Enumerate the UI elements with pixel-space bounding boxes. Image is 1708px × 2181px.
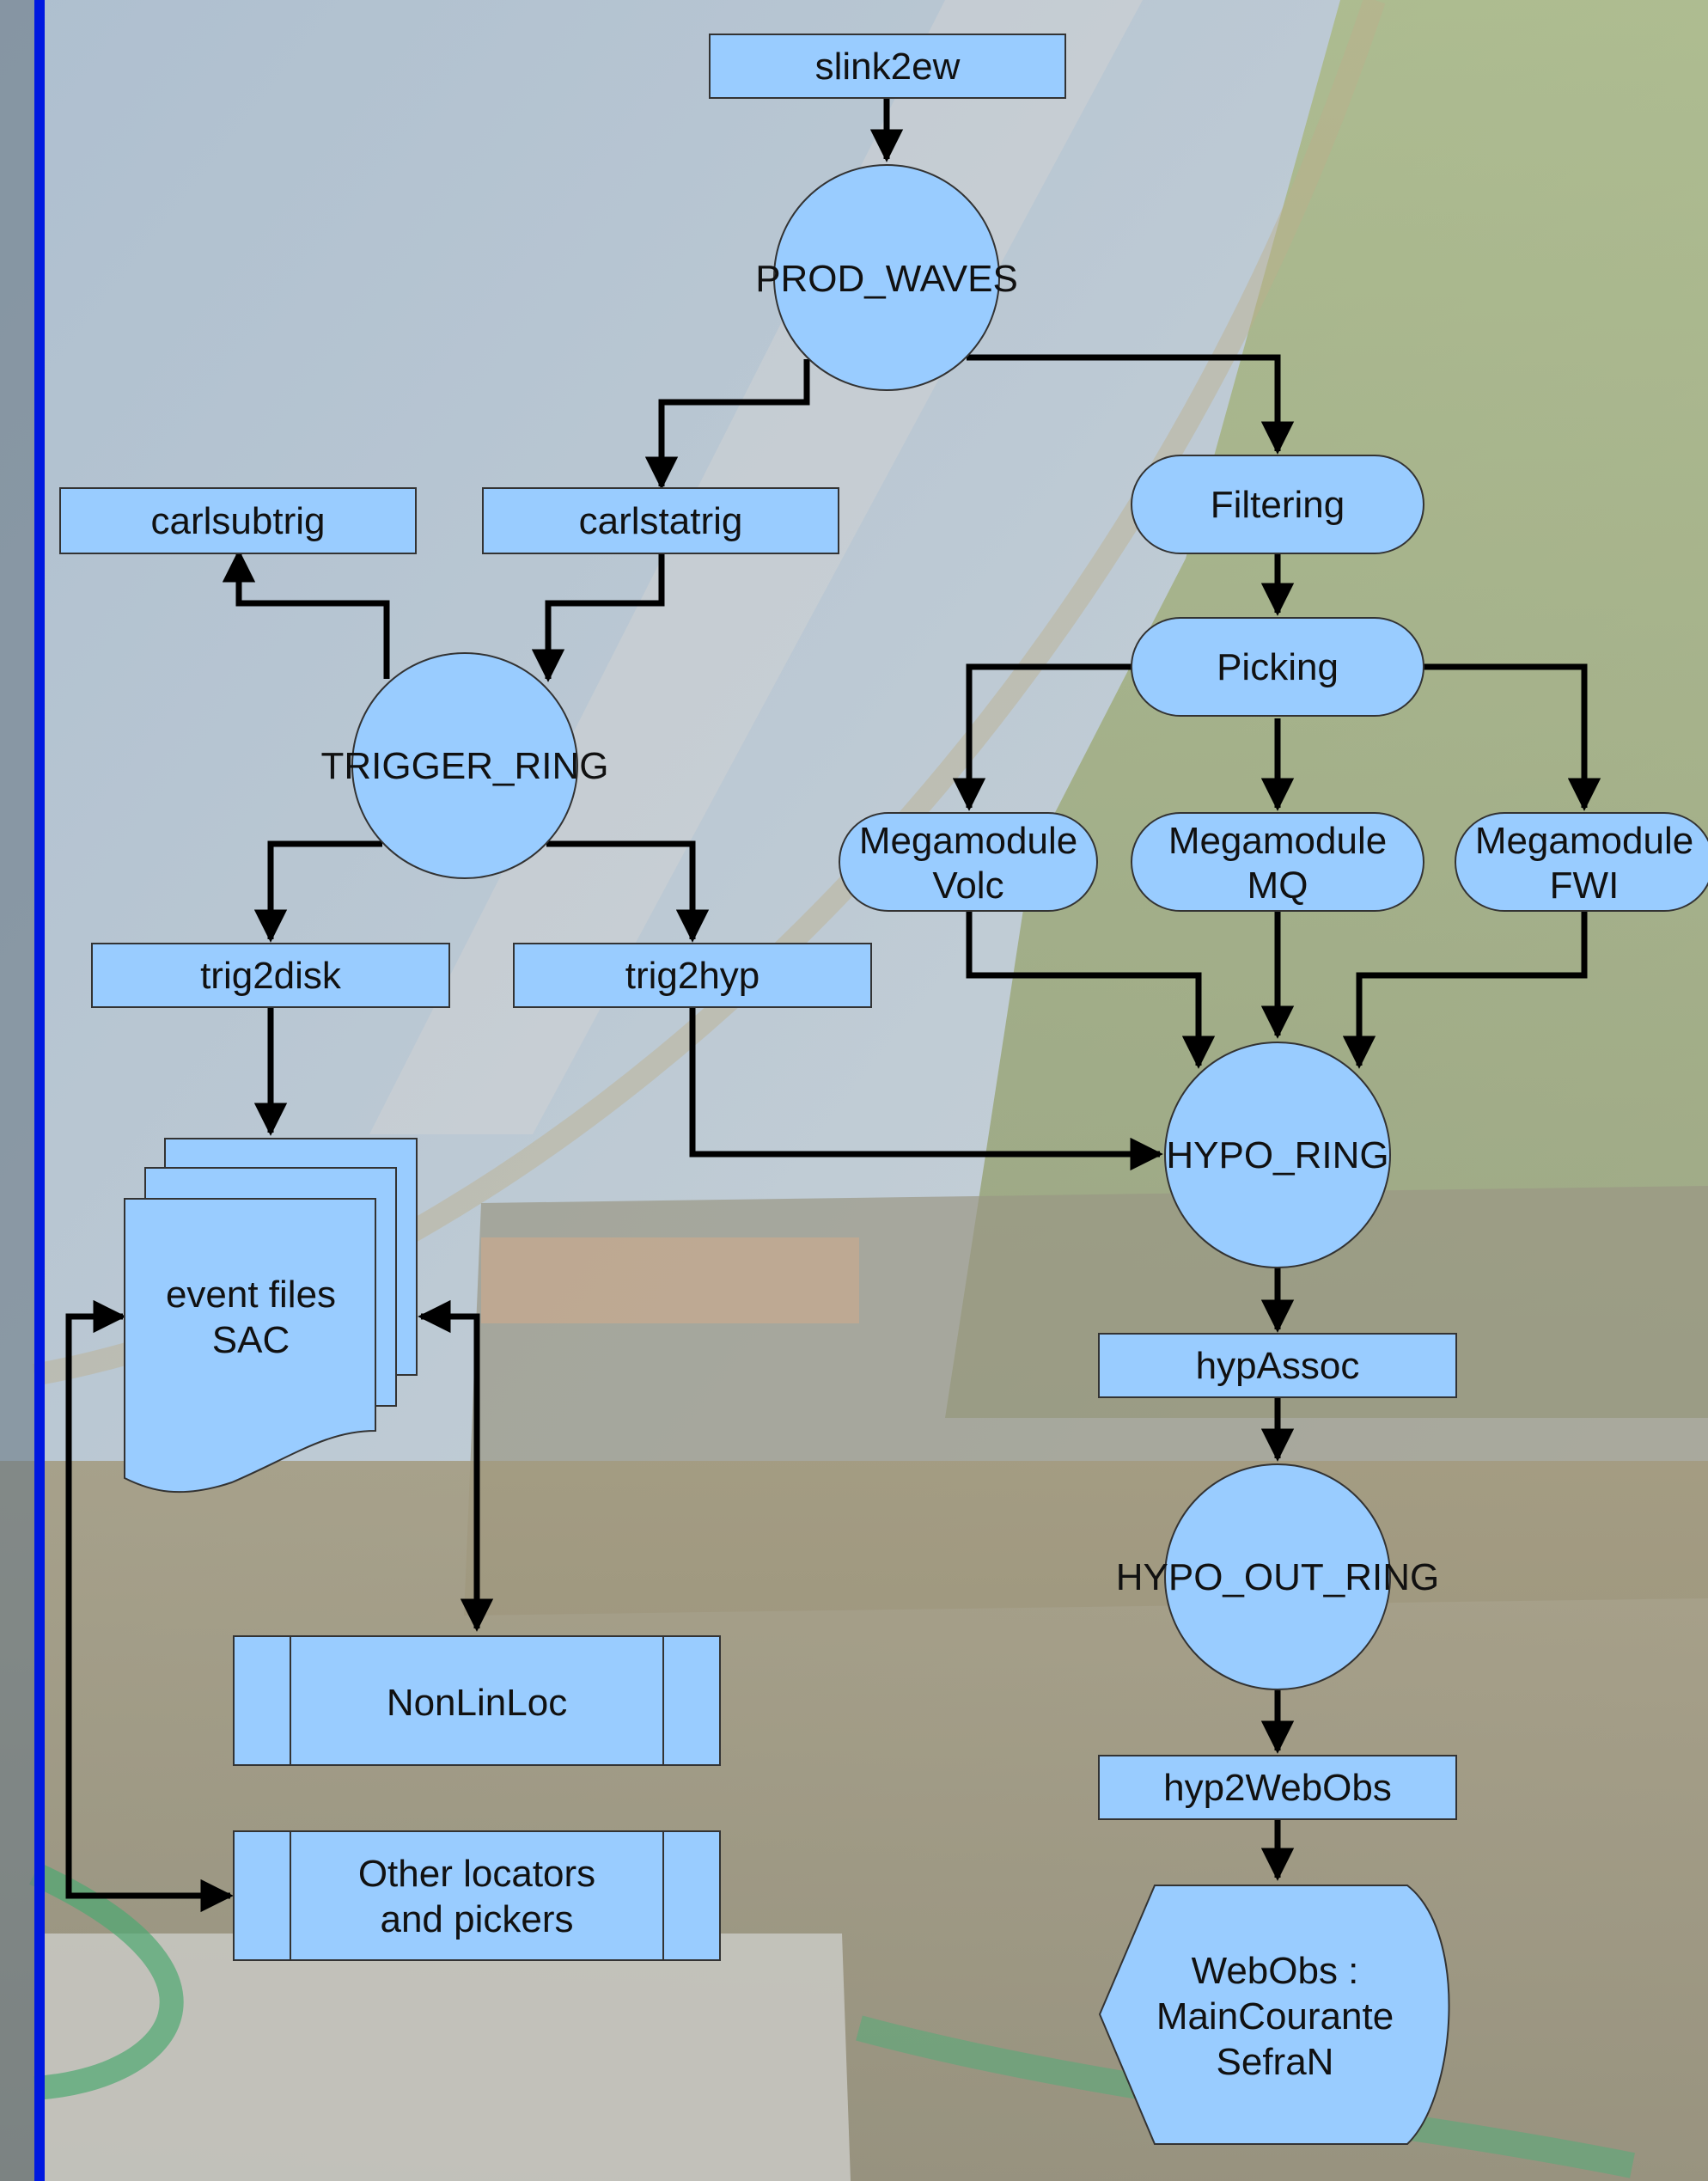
- node-carlstatrig: carlstatrig: [482, 487, 839, 554]
- node-hypo-ring-label: HYPO_RING: [1166, 1134, 1388, 1176]
- node-slink2ew-label: slink2ew: [815, 46, 961, 88]
- node-hypassoc-label: hypAssoc: [1196, 1345, 1360, 1387]
- node-megamodule-volc-line1: Megamodule: [859, 820, 1077, 862]
- node-hypo-ring: HYPO_RING: [1164, 1042, 1391, 1268]
- node-trig2hyp-label: trig2hyp: [625, 955, 760, 997]
- node-prod-waves-ring: PROD_WAVES: [755, 164, 1018, 391]
- node-megamodule-mq-line2: MQ: [1247, 864, 1308, 907]
- node-picking-label: Picking: [1217, 646, 1339, 688]
- node-slink2ew: slink2ew: [709, 34, 1066, 99]
- node-megamodule-fwi-line1: Megamodule: [1475, 820, 1693, 862]
- edge-picking-mega-fwi: [1424, 663, 1601, 811]
- node-trig2hyp: trig2hyp: [513, 943, 872, 1008]
- edge-carlstatrig-trigger-ring: [531, 554, 665, 682]
- node-other-locators-line1: Other locators: [358, 1853, 595, 1895]
- node-webobs-display: WebObs : MainCourante SefraN: [1098, 1885, 1450, 2145]
- node-carlsubtrig-label: carlsubtrig: [151, 500, 326, 542]
- node-nonlinloc: NonLinLoc: [233, 1635, 721, 1766]
- node-trigger-ring-label: TRIGGER_RING: [321, 745, 609, 787]
- node-megamodule-fwi: Megamodule FWI: [1455, 812, 1708, 912]
- node-megamodule-fwi-line2: FWI: [1550, 864, 1620, 907]
- node-megamodule-mq: Megamodule MQ: [1131, 812, 1424, 912]
- connectors: [65, 99, 1601, 1913]
- node-hypo-out-ring: HYPO_OUT_RING: [1116, 1463, 1440, 1690]
- node-webobs-line1: WebObs :: [1192, 1950, 1359, 1992]
- node-filtering: Filtering: [1131, 455, 1424, 554]
- edge-prod-waves-carlstatrig: [644, 359, 810, 490]
- edge-trigger-ring-trig2disk: [253, 840, 382, 943]
- node-hyp2webobs: hyp2WebObs: [1098, 1755, 1457, 1820]
- node-picking: Picking: [1131, 617, 1424, 717]
- node-event-files: event files SAC: [124, 1138, 418, 1494]
- node-filtering-label: Filtering: [1211, 484, 1345, 526]
- node-event-files-line1: event files: [166, 1274, 336, 1316]
- node-megamodule-mq-line1: Megamodule: [1168, 820, 1387, 862]
- node-event-files-line2: SAC: [212, 1319, 290, 1361]
- node-hypo-out-ring-label: HYPO_OUT_RING: [1116, 1556, 1440, 1598]
- edge-trigger-ring-trig2hyp: [546, 840, 710, 943]
- edge-mega-fwi-hypo-ring: [1342, 911, 1588, 1069]
- node-trigger-ring: TRIGGER_RING: [321, 652, 609, 879]
- node-hyp2webobs-label: hyp2WebObs: [1163, 1767, 1392, 1809]
- node-trig2disk: trig2disk: [91, 943, 450, 1008]
- node-carlsubtrig: carlsubtrig: [59, 487, 417, 554]
- node-carlstatrig-label: carlstatrig: [579, 500, 743, 542]
- left-border-bar: [34, 0, 45, 2181]
- node-megamodule-volc: Megamodule Volc: [839, 812, 1098, 912]
- edge-prod-waves-filtering: [967, 354, 1295, 455]
- edge-event-files-nonlinloc: [418, 1299, 494, 1632]
- node-hypassoc: hypAssoc: [1098, 1333, 1457, 1398]
- node-megamodule-volc-line2: Volc: [932, 864, 1003, 907]
- node-webobs-line3: SefraN: [1217, 2041, 1334, 2083]
- node-prod-waves-label: PROD_WAVES: [755, 258, 1018, 300]
- node-webobs-line2: MainCourante: [1156, 1995, 1394, 2037]
- node-other-locators: Other locators and pickers: [233, 1830, 721, 1961]
- node-trig2disk-label: trig2disk: [200, 955, 342, 997]
- edge-picking-mega-volc: [952, 663, 1132, 811]
- edge-mega-volc-hypo-ring: [966, 911, 1216, 1069]
- edge-trig2hyp-hypo-ring: [689, 1008, 1163, 1171]
- edge-trigger-ring-carlsubtrig: [222, 549, 390, 679]
- edge-event-files-other-locators: [65, 1299, 234, 1913]
- node-other-locators-line2: and pickers: [380, 1898, 573, 1940]
- node-nonlinloc-label: NonLinLoc: [387, 1682, 567, 1724]
